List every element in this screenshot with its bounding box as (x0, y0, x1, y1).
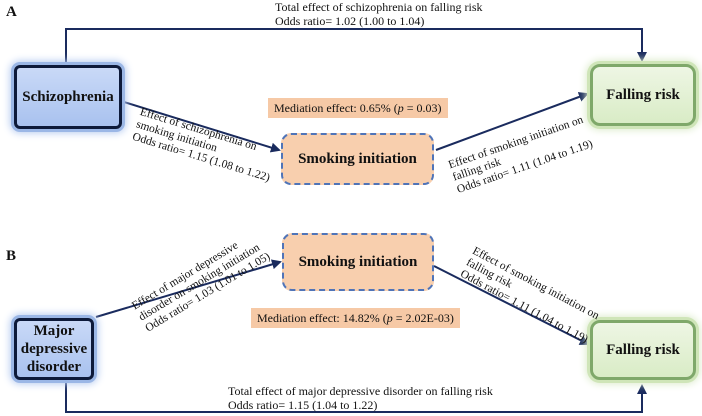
a-exposure-node: Schizophrenia (14, 65, 122, 129)
b-exposure-line2: depressive (20, 341, 88, 357)
a-total-effect-line1: Total effect of schizophrenia on falling… (275, 0, 483, 14)
a-mediation-prefix: Mediation effect: 0.65% ( (274, 101, 398, 115)
a-mediator-label: Smoking initiation (298, 150, 417, 167)
b-mediator-node: Smoking initiation (282, 233, 434, 291)
b-exposure-to-mediator-arrow (95, 259, 282, 318)
b-mediation-prefix: Mediation effect: 14.82% ( (257, 311, 387, 325)
panel-b-label: B (6, 248, 17, 264)
b-mediation-p: p (386, 311, 393, 325)
b-mediator-to-outcome-arrow (433, 265, 590, 345)
b-total-effect-line2: Odds ratio= 1.15 (1.04 to 1.22) (228, 398, 378, 412)
b-mediator-label: Smoking initiation (298, 253, 418, 270)
a-mediator-node: Smoking initiation (281, 133, 434, 185)
b-exposure-line1: Major (33, 323, 75, 339)
a-mediator-to-outcome-arrow (435, 92, 589, 151)
b-total-effect-arrow (65, 382, 647, 413)
a-exposure-label: Schizophrenia (22, 88, 114, 105)
a-total-effect-label: Total effect of schizophrenia on falling… (275, 0, 483, 28)
a-mediation-suffix: = 0.03) (403, 101, 442, 115)
panel-a-label: A (6, 4, 17, 20)
b-exposure-node: Major depressive disorder (14, 318, 94, 380)
a-total-effect-line2: Odds ratio= 1.02 (1.00 to 1.04) (275, 14, 425, 28)
a-outcome-label: Falling risk (606, 86, 680, 103)
b-total-effect-label: Total effect of major depressive disorde… (228, 384, 493, 412)
a-mediation-effect-label: Mediation effect: 0.65% (p = 0.03) (268, 98, 448, 118)
b-exposure-line3: disorder (26, 359, 82, 375)
b-total-effect-line1: Total effect of major depressive disorde… (228, 384, 493, 398)
b-outcome-label: Falling risk (606, 341, 680, 358)
b-outcome-node: Falling risk (590, 320, 696, 380)
b-mediation-effect-label: Mediation effect: 14.82% (p = 2.02E-03) (251, 308, 460, 328)
b-mediation-suffix: = 2.02E-03) (392, 311, 454, 325)
a-exposure-to-mediator-arrow (123, 101, 281, 153)
a-total-effect-arrow (65, 28, 647, 64)
a-mediation-p: p (397, 101, 404, 115)
a-outcome-node: Falling risk (590, 64, 696, 126)
